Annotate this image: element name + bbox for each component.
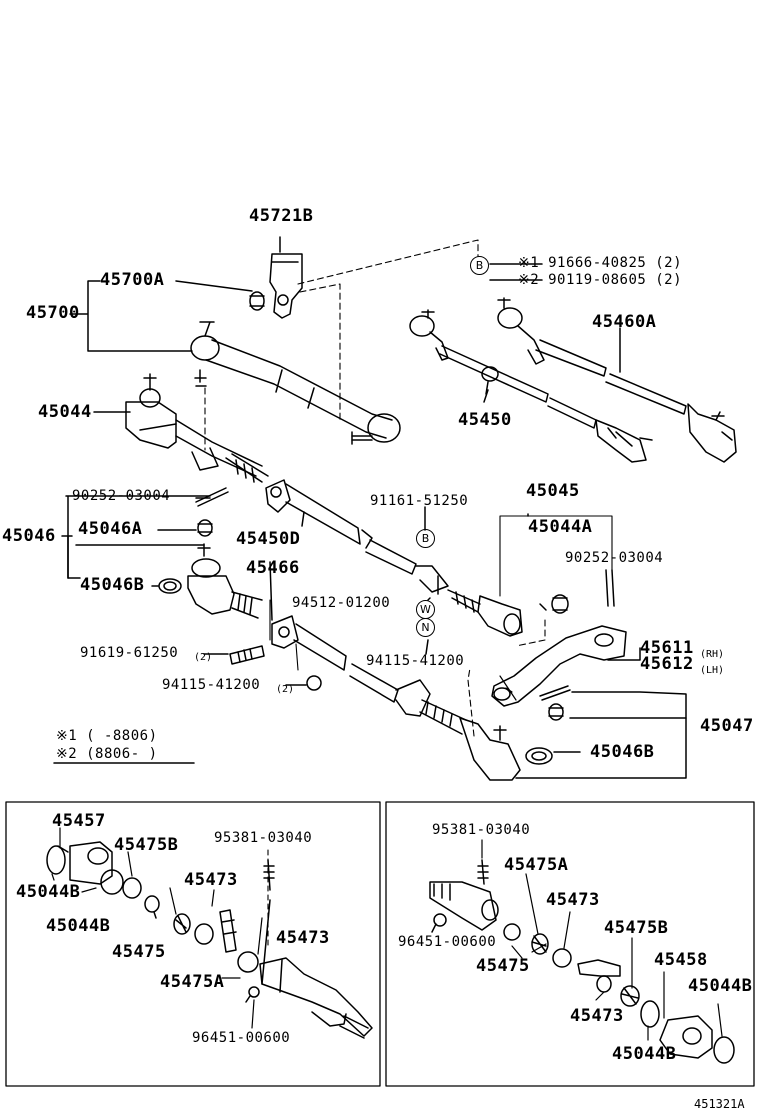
label-45475B-right: 45475B [604,918,669,938]
label-91619: 91619-61250 [80,645,179,661]
label-45450: 45450 [458,410,512,430]
note-2-part: ※2 90119-08605 (2) [518,272,683,288]
nut-94115-lower [307,676,321,690]
label-45450D: 45450D [236,529,301,549]
circled-ref-N: N [416,618,435,637]
nut-45047 [549,704,563,720]
label-45611: 45611 [640,638,694,658]
cotter-pin-90252-right [606,570,614,606]
knuckle-arm-45611 [492,626,626,706]
tie-rod-45466 [272,616,520,780]
label-45466: 45466 [246,558,300,578]
nut-45700A [250,292,264,310]
circled-ref-B-upper: B [470,256,489,275]
label-45457: 45457 [52,811,106,831]
label-96451-left: 96451-00600 [192,1030,291,1046]
nut-45045 [552,595,568,613]
label-45046B-right: 45046B [590,742,655,762]
label-45473-right-1: 45473 [546,890,600,910]
label-45612-side: (LH) [700,665,725,676]
label-45044B-right-2: 45044B [612,1044,677,1064]
label-45460A: 45460A [592,312,657,332]
label-45475A-left: 45475A [160,972,225,992]
ball-joint-45046 [188,544,262,618]
inset-left-parts [47,842,372,1038]
tie-rod-end-45044A [478,596,546,636]
label-45046A: 45046A [78,519,143,539]
label-94512: 94512-01200 [292,595,391,611]
bolt-91619 [230,646,264,664]
label-91619-qty: (2) [194,652,213,663]
circled-ref-W: W [416,600,435,619]
label-94115-left: 94115-41200 [162,677,261,693]
label-94115-qty: (2) [276,684,295,695]
legend-line-1: ※1 ( -8806) [56,728,158,744]
cotter-pin-90252-left [196,488,228,506]
label-45475-left: 45475 [112,942,166,962]
legend-line-2: ※2 (8806- ) [56,746,158,762]
label-45611-side: (RH) [700,649,725,660]
label-45045: 45045 [526,481,580,501]
circled-ref-B-middle: B [416,529,435,548]
label-45046B-top: 45046B [80,575,145,595]
relay-rod-45700 [191,322,400,444]
inset-right-parts [430,860,734,1063]
label-45473-right-2: 45473 [570,1006,624,1026]
label-45473-left-1: 45473 [184,870,238,890]
label-91161: 91161-51250 [370,493,469,509]
label-45044: 45044 [38,402,92,422]
figure-code: 451321A [694,1097,745,1111]
label-96451-right: 96451-00600 [398,934,497,950]
tie-rod-tube-45450D [266,480,480,612]
label-45475-right: 45475 [476,956,530,976]
tie-rod-end-45044 [126,374,268,482]
nut-45046A [198,520,212,536]
bracket-45721B [270,254,302,318]
label-95381-left: 95381-03040 [214,830,313,846]
boot-45046B-right [526,748,552,764]
label-90252-left: 90252-03004 [72,488,171,504]
label-45044B-left-2: 45044B [46,916,111,936]
tie-rod-45460A [498,298,736,462]
boot-45046B-left [159,579,181,593]
label-45700A: 45700A [100,270,165,290]
label-45473-left-2: 45473 [276,928,330,948]
label-45458: 45458 [654,950,708,970]
label-45047: 45047 [700,716,754,736]
label-45044B-left-1: 45044B [16,882,81,902]
tie-rod-45450 [410,310,652,462]
cotter-pin-45047 [540,686,570,700]
label-45700: 45700 [26,303,80,323]
label-45475B-left: 45475B [114,835,179,855]
label-45721B: 45721B [249,206,314,226]
label-45475A-right: 45475A [504,855,569,875]
note-1-part: ※1 91666-40825 (2) [518,255,683,271]
label-95381-right: 95381-03040 [432,822,531,838]
label-45046: 45046 [2,526,56,546]
label-45612: 45612 [640,654,694,674]
label-90252-right: 90252-03004 [565,550,664,566]
label-45044B-right-1: 45044B [688,976,753,996]
label-94115-right: 94115-41200 [366,653,465,669]
label-45044A: 45044A [528,517,593,537]
